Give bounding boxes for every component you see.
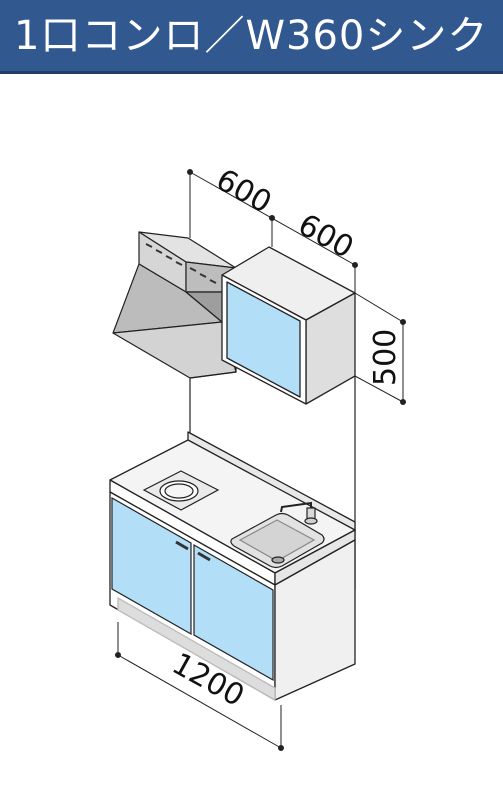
page-title: 1口コンロ／W360シンク — [14, 13, 489, 59]
base-cabinet-doors — [111, 496, 274, 682]
dimension-cabinet-height: 500 — [368, 329, 403, 386]
range-hood — [112, 231, 237, 379]
left-door — [111, 496, 192, 636]
drain — [271, 556, 285, 564]
dimension-hood-width: 600 — [210, 162, 277, 220]
wall-cabinet — [221, 246, 356, 405]
wall-cabinet-door — [226, 281, 301, 398]
dimension-cabinet-width: 600 — [292, 207, 359, 265]
right-door — [193, 543, 274, 682]
single-burner-cooktop — [142, 470, 220, 511]
hood-vent-slots — [145, 243, 217, 284]
faucet — [280, 501, 318, 525]
sink — [230, 512, 325, 569]
left-door-handle — [175, 540, 189, 551]
title-banner: 1口コンロ／W360シンク — [0, 0, 503, 74]
dimension-lines — [115, 169, 406, 751]
right-door-handle — [197, 551, 211, 562]
